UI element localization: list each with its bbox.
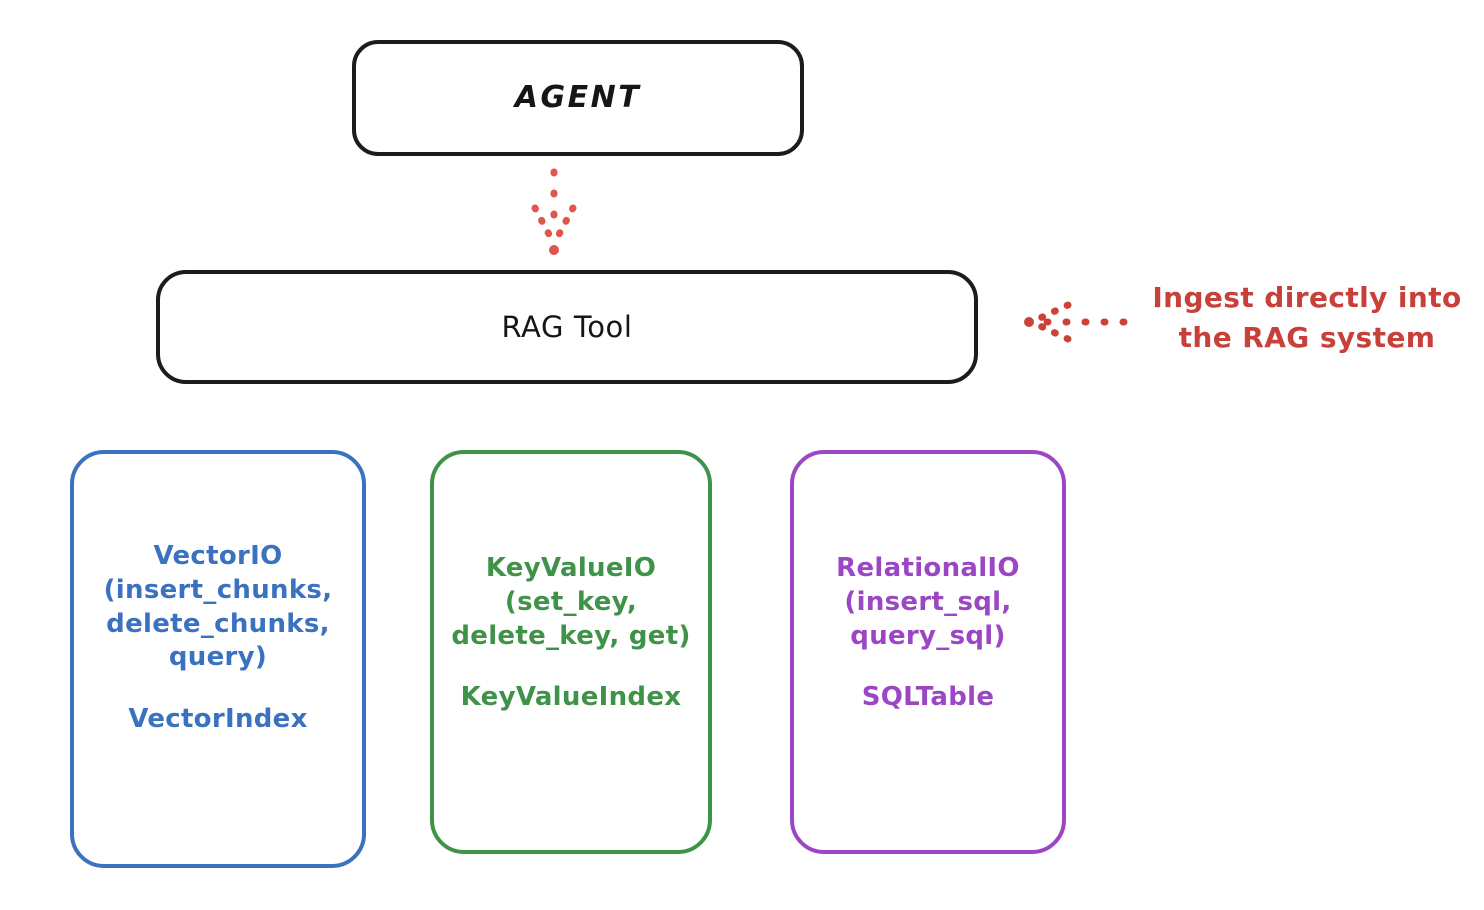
annotation-ingest-text: Ingest directly into the RAG system xyxy=(1152,281,1462,354)
node-key-value-io-index-label: KeyValueIndex xyxy=(460,682,682,713)
node-relational-io-api-label: RelationalIO (insert_sql, query_sql) xyxy=(836,553,1020,651)
node-key-value-io-api-label: KeyValueIO (set_key, delete_key, get) xyxy=(451,553,691,651)
node-agent[interactable]: AGENT xyxy=(352,40,804,156)
node-vector-io-index-label: VectorIndex xyxy=(128,704,308,735)
connector-ingest-to-rag-tool-icon xyxy=(1024,301,1128,343)
vector-io-spacer xyxy=(74,675,362,703)
node-vector-io-api-label: VectorIO (insert_chunks, delete_chunks, … xyxy=(103,541,333,673)
key-value-io-spacer xyxy=(434,653,708,681)
connector-agent-to-rag-tool-icon xyxy=(531,168,577,255)
relational-io-spacer xyxy=(794,653,1062,681)
node-relational-io-text: RelationalIO (insert_sql, query_sql) SQLT… xyxy=(794,454,1062,715)
node-key-value-io-text: KeyValueIO (set_key, delete_key, get) Key… xyxy=(434,454,708,715)
node-vector-io[interactable]: VectorIO (insert_chunks, delete_chunks, … xyxy=(70,450,366,868)
node-vector-io-text: VectorIO (insert_chunks, delete_chunks, … xyxy=(74,454,362,737)
node-agent-label: AGENT xyxy=(514,80,642,116)
node-relational-io[interactable]: RelationalIO (insert_sql, query_sql) SQLT… xyxy=(790,450,1066,854)
node-relational-io-index-label: SQLTable xyxy=(861,682,995,713)
node-rag-tool-label: RAG Tool xyxy=(501,309,633,344)
node-rag-tool[interactable]: RAG Tool xyxy=(156,270,978,384)
node-key-value-io[interactable]: KeyValueIO (set_key, delete_key, get) Key… xyxy=(430,450,712,854)
